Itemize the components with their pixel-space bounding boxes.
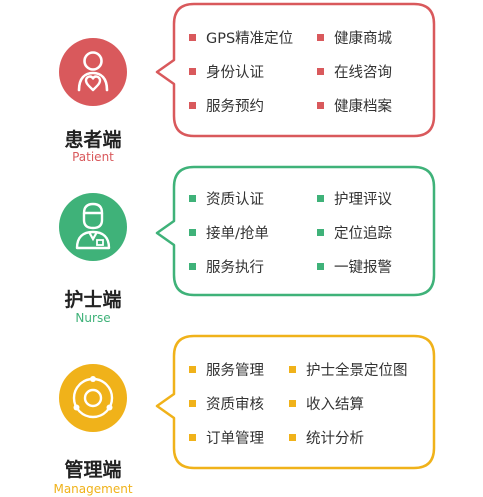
nurse-features-bubble: 资质认证 护理评议 接单/抢单 定位追踪 服务执行 一键报警 (150, 163, 440, 313)
nurse-icon (75, 202, 111, 250)
feature-item: 护士全景定位图 (289, 359, 408, 380)
feature-item: 在线咨询 (317, 61, 392, 82)
nurse-avatar-circle (59, 193, 127, 261)
bullet-square-icon (189, 263, 196, 270)
feature-item: 统计分析 (289, 427, 364, 448)
nurse-subtitle: Nurse (75, 311, 111, 325)
bullet-square-icon (317, 229, 324, 236)
bubble-frame (155, 2, 436, 138)
management-subtitle: Management (53, 482, 133, 496)
feature-item: 身份认证 (189, 61, 264, 82)
bullet-square-icon (317, 34, 324, 41)
bullet-square-icon (317, 68, 324, 75)
bullet-square-icon (317, 263, 324, 270)
patient-section: 患者端 Patient GPS精准定位 健康商城 身份认证 在线咨询 服务预约 … (0, 0, 483, 164)
feature-item: 资质审核 (189, 393, 264, 414)
feature-item: 资质认证 (189, 188, 264, 209)
management-section: 管理端 Management 服务管理 护士全景定位图 资质审核 收入结算 订单… (0, 330, 483, 496)
bullet-square-icon (189, 366, 196, 373)
bullet-square-icon (289, 434, 296, 441)
feature-item: 订单管理 (189, 427, 264, 448)
feature-item: 健康档案 (317, 95, 392, 116)
feature-item: 定位追踪 (317, 222, 392, 243)
patient-avatar-circle (59, 38, 127, 106)
feature-item: 护理评议 (317, 188, 392, 209)
patient-subtitle: Patient (72, 150, 114, 164)
feature-item: 服务执行 (189, 256, 264, 277)
bullet-square-icon (189, 434, 196, 441)
patient-title: 患者端 (64, 129, 122, 151)
bullet-square-icon (317, 195, 324, 202)
feature-item: 接单/抢单 (189, 222, 269, 243)
management-orbit-icon (72, 376, 114, 419)
bullet-square-icon (189, 400, 196, 407)
bullet-square-icon (189, 229, 196, 236)
patient-heart-icon (77, 51, 109, 92)
feature-item: 一键报警 (317, 256, 392, 277)
nurse-section: 护士端 Nurse 资质认证 护理评议 接单/抢单 定位追踪 服务执行 一键报警 (0, 163, 483, 325)
nurse-title: 护士端 (64, 289, 122, 311)
feature-item: GPS精准定位 (189, 27, 293, 48)
feature-item: 服务管理 (189, 359, 264, 380)
management-features-bubble: 服务管理 护士全景定位图 资质审核 收入结算 订单管理 统计分析 (150, 330, 440, 480)
bullet-square-icon (189, 68, 196, 75)
management-avatar-circle (59, 364, 127, 432)
bubble-frame (155, 165, 436, 297)
feature-item: 服务预约 (189, 95, 264, 116)
patient-features-bubble: GPS精准定位 健康商城 身份认证 在线咨询 服务预约 健康档案 (150, 0, 440, 150)
management-title: 管理端 (64, 459, 122, 481)
bullet-square-icon (289, 366, 296, 373)
bullet-square-icon (189, 34, 196, 41)
bullet-square-icon (317, 102, 324, 109)
feature-item: 健康商城 (317, 27, 392, 48)
bullet-square-icon (189, 102, 196, 109)
bullet-square-icon (289, 400, 296, 407)
bullet-square-icon (189, 195, 196, 202)
feature-item: 收入结算 (289, 393, 364, 414)
